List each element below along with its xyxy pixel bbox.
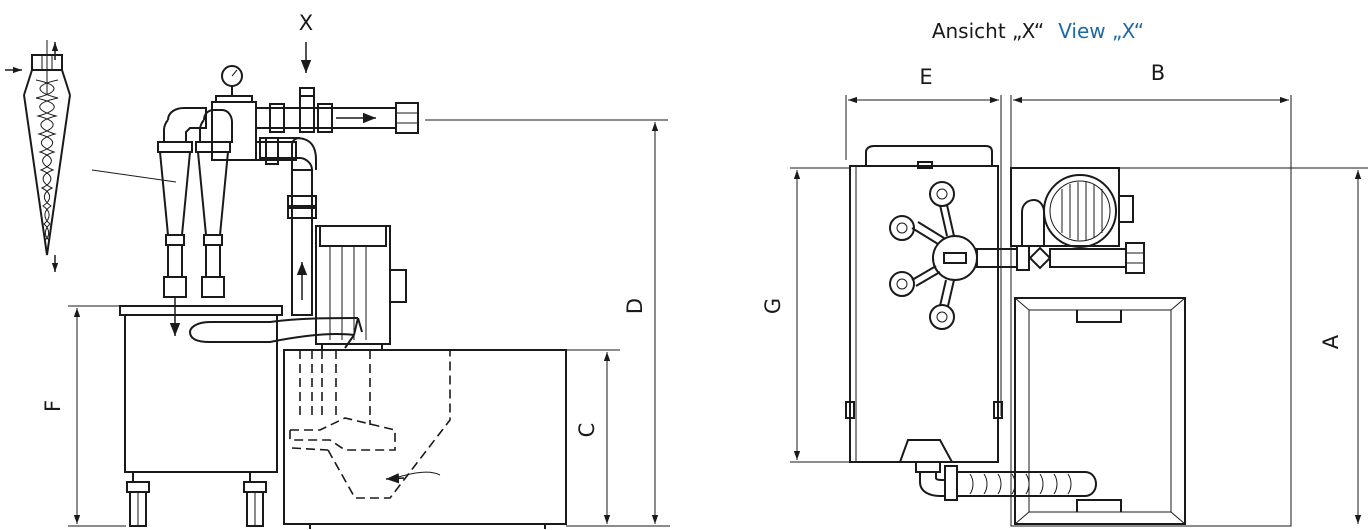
riser-pipe xyxy=(291,169,313,316)
clean-tank xyxy=(124,314,278,473)
dimension-label-f: F xyxy=(41,400,65,412)
dimension-d: D xyxy=(623,122,659,524)
cyclone-arms xyxy=(889,181,955,330)
hydrocyclone-right xyxy=(195,109,233,298)
dimension-label-g: G xyxy=(761,298,785,314)
hydrocyclone-left xyxy=(157,107,207,336)
side-view: X xyxy=(119,11,567,529)
pressure-gauge xyxy=(221,65,243,87)
tank-top xyxy=(849,165,999,463)
view-heading-english: View „X“ xyxy=(1058,19,1144,43)
dimension-label-d: D xyxy=(623,298,647,314)
dimension-f: F xyxy=(41,308,81,524)
dimension-label-e: E xyxy=(919,65,932,89)
view-heading: Ansicht „X“ View „X“ xyxy=(932,19,1144,43)
view-heading-german: Ansicht „X“ xyxy=(932,19,1044,43)
motor-top xyxy=(1043,174,1117,248)
pump-motor xyxy=(315,225,391,345)
dimension-label-b: B xyxy=(1151,61,1165,85)
top-view: E B G A xyxy=(761,61,1368,527)
caster-left xyxy=(126,472,150,527)
dimension-c: C xyxy=(575,352,611,524)
sludge-container xyxy=(283,349,567,525)
return-hose xyxy=(915,461,1098,501)
distribution-hub xyxy=(932,235,978,281)
pump-top xyxy=(1010,167,1120,247)
dimension-label-a: A xyxy=(1319,334,1343,349)
dimension-label-c: C xyxy=(575,423,599,438)
container-top xyxy=(1014,297,1186,525)
cyclone-detail xyxy=(5,40,71,272)
view-marker-x: X xyxy=(299,11,313,35)
caster-right xyxy=(243,472,267,527)
